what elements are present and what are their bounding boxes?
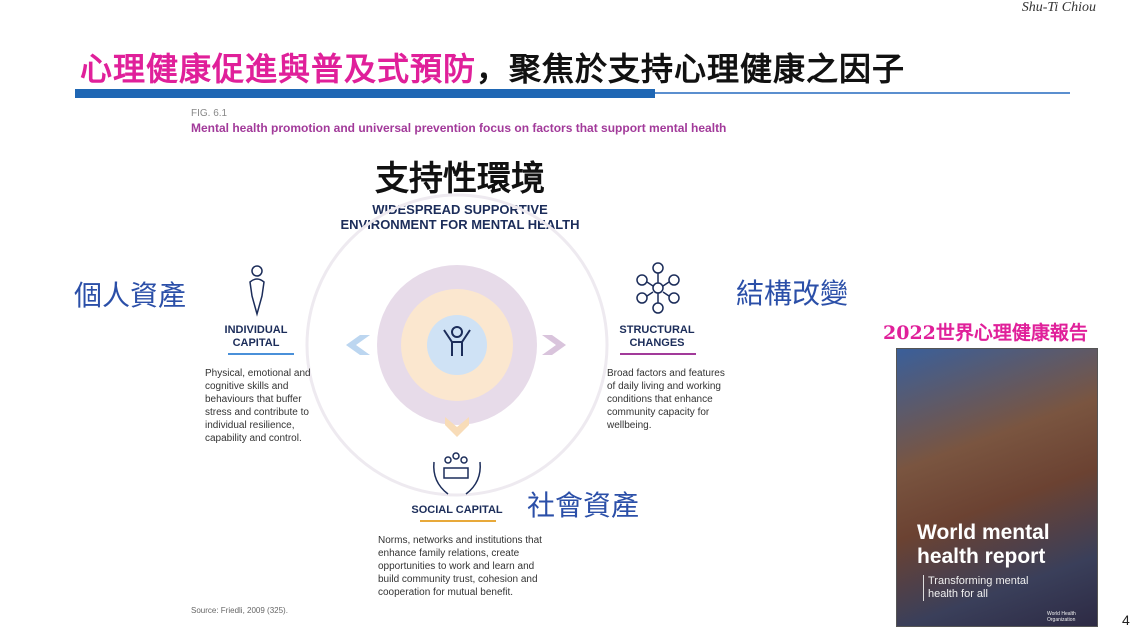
cover-title: World mental health report (917, 521, 1050, 568)
structural-description: Broad factors and features of daily livi… (607, 368, 725, 431)
social-description: Norms, networks and institutions that en… (378, 535, 542, 598)
structural-underline (620, 353, 696, 355)
figure-source: Source: Friedli, 2009 (325). (191, 606, 288, 615)
individual-underline (228, 353, 294, 355)
title-highlight: 心理健康促進與普及式預防 (80, 50, 477, 88)
environment-en-line1: WIDESPREAD SUPPORTIVE (372, 202, 548, 217)
social-zh-label: 社會資產 (527, 489, 640, 522)
title-underline (75, 89, 655, 98)
slide-title: 心理健康促進與普及式預防，聚焦於支持心理健康之因子 (80, 44, 905, 90)
author: Shu-Ti Chiou (1021, 0, 1096, 15)
page-number: 4 (1122, 612, 1130, 628)
title-underline-thin (655, 92, 1070, 94)
environment-en-line2: ENVIRONMENT FOR MENTAL HEALTH (340, 217, 580, 232)
figure-label: FIG. 6.1 (191, 108, 228, 119)
who-logo: World Health Organization (1047, 611, 1076, 623)
outer-ring (305, 193, 609, 497)
individual-cap-line1: INDIVIDUAL (224, 324, 288, 336)
structural-zh-label: 結構改變 (736, 277, 849, 310)
left-chevron-icon (346, 335, 370, 355)
right-chevron-icon (542, 335, 566, 355)
social-underline (420, 520, 496, 522)
down-chevron-icon (445, 417, 469, 437)
individual-circle (427, 315, 487, 375)
individual-zh-label: 個人資產 (74, 279, 187, 312)
figure-title: Mental health promotion and universal pr… (191, 121, 727, 135)
social-capital-heading: SOCIAL CAPITAL (411, 504, 503, 516)
report-label: 2022世界心理健康報告 (883, 322, 1088, 344)
report-cover-image: World mental health report Transforming … (896, 348, 1098, 627)
structural-cap-line1: STRUCTURAL (619, 324, 695, 336)
network-icon (636, 262, 680, 314)
individual-person-icon (249, 265, 265, 317)
cover-subtitle: Transforming mental health for all (923, 575, 1038, 601)
person-icon (443, 326, 471, 356)
individual-cap-line2: CAPITAL (232, 337, 280, 349)
individual-description: Physical, emotional and cognitive skills… (205, 368, 311, 444)
structural-cap-line2: CHANGES (629, 337, 685, 349)
environment-zh: 支持性環境 (375, 159, 545, 199)
hands-community-icon (433, 452, 481, 495)
title-rest: ，聚焦於支持心理健康之因子 (476, 50, 906, 88)
